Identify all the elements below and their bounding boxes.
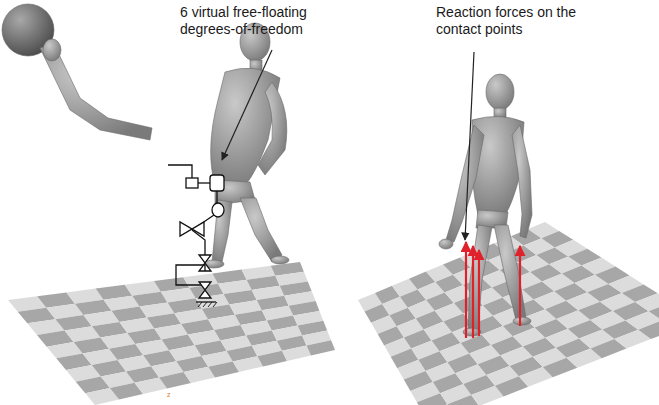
force-arrow	[466, 242, 520, 338]
floor-tile	[307, 340, 336, 355]
floor-tile	[282, 346, 311, 362]
leader-arrow	[222, 50, 272, 160]
annotation-text: Reaction forces on the contact points	[436, 4, 606, 38]
floor-tile	[233, 356, 263, 372]
mannequin	[439, 74, 532, 336]
kinematic-chain	[168, 165, 224, 307]
floor-tile	[257, 351, 287, 367]
checker-floor	[8, 262, 335, 405]
panel-ground	[0, 0, 300, 270]
leader-arrow	[465, 52, 474, 240]
floor-tile	[638, 320, 659, 339]
axis-label: z	[167, 391, 177, 399]
annotation-text: 6 virtual free-floating degrees-of-freed…	[180, 4, 340, 38]
mannequin	[2, 4, 289, 268]
floor-tile	[635, 293, 659, 311]
floor-tile	[649, 302, 659, 320]
checker-floor	[358, 222, 659, 405]
